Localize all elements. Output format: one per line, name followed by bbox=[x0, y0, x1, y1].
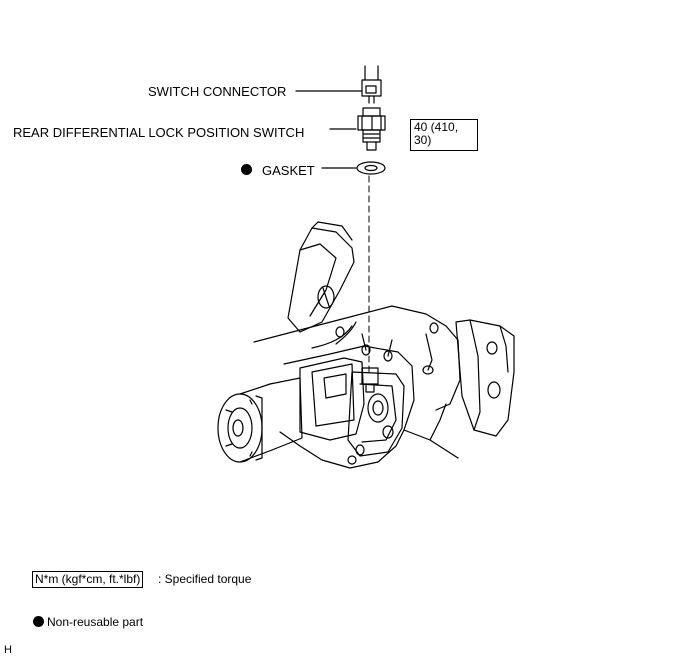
left-bracket bbox=[287, 221, 355, 333]
right-bracket bbox=[455, 319, 515, 437]
legend-torque-text: : Specified torque bbox=[158, 572, 252, 586]
legend-torque-box: N*m (kgf*cm, ft.*lbf) bbox=[32, 571, 144, 588]
non-reusable-marker-icon bbox=[241, 164, 252, 175]
lock-position-switch-part bbox=[357, 107, 386, 151]
switch-connector-part bbox=[361, 65, 382, 104]
lock-position-switch-label: REAR DIFFERENTIAL LOCK POSITION SWITCH bbox=[13, 125, 305, 140]
legend-non-reusable-icon bbox=[33, 616, 44, 627]
differential-housing bbox=[253, 305, 461, 469]
companion-flange bbox=[217, 377, 303, 463]
wire-harness bbox=[311, 321, 439, 375]
legend-non-reusable-text: Non-reusable part bbox=[47, 615, 144, 629]
gasket-part bbox=[356, 161, 386, 175]
switch-connector-label: SWITCH CONNECTOR bbox=[148, 84, 287, 99]
gasket-label: GASKET bbox=[262, 163, 315, 178]
figure-code: H bbox=[4, 644, 12, 656]
torque-spec-box: 40 (410, 30) bbox=[410, 119, 478, 151]
